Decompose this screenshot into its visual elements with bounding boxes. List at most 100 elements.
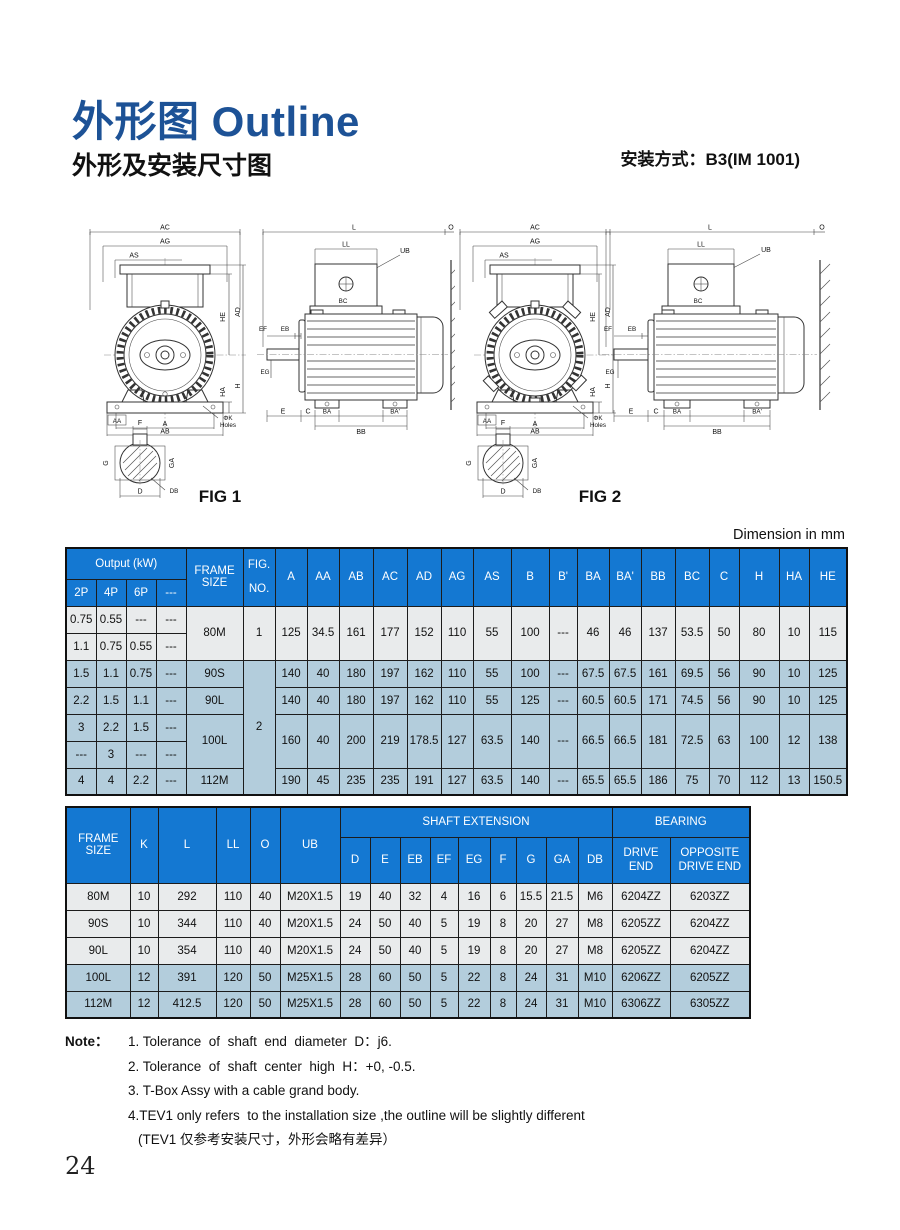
dim-label-ga: GA (532, 458, 539, 468)
t2-frame-cell: 100L (65, 963, 131, 992)
t2-value-cell: 10 (129, 909, 159, 938)
t2-value-cell: 60 (369, 963, 401, 992)
t1-value-cell: --- (548, 713, 578, 769)
dim-label-bb: BB (356, 429, 366, 436)
t1-header-col-h: H (738, 547, 780, 607)
t1-value-cell: 34.5 (306, 605, 340, 661)
t1-header-pole: 6P (125, 578, 157, 607)
fig2-front-view-drawing: AC AG AS HE AD H HA AA A AB ΦK Holes (459, 225, 616, 436)
rect-shape (382, 399, 408, 409)
t1-value-cell: 53.5 (674, 605, 710, 661)
t2-value-cell: 4 (429, 882, 459, 911)
t1-output-cell: 0.55 (125, 632, 157, 661)
circle-shape (160, 350, 170, 360)
t2-value-cell: 6306ZZ (611, 990, 671, 1019)
dim-label-bb: BB (712, 429, 722, 436)
t2-value-cell: 22 (457, 990, 491, 1019)
rect-shape (743, 399, 771, 409)
t1-value-cell: 65.5 (576, 767, 610, 796)
t1-value-cell: 197 (372, 659, 408, 688)
t1-value-cell: 178.5 (406, 713, 442, 769)
dim-label-e: E (281, 409, 286, 416)
t1-value-cell: 69.5 (674, 659, 710, 688)
line-shape (819, 279, 831, 291)
rect-shape (663, 399, 691, 409)
page-title: 外形图 Outline (72, 98, 360, 145)
t2-header-l: L (157, 806, 217, 884)
t2-frame-cell: 90L (65, 936, 131, 965)
path-shape (416, 316, 444, 394)
rect-shape (304, 313, 418, 401)
rect-shape (106, 401, 224, 414)
path-shape (777, 316, 805, 394)
dim-label-d: D (137, 489, 142, 496)
circle-shape (128, 318, 202, 392)
t1-value-cell: 125 (808, 686, 848, 715)
note-line-1: 1. Tolerance of shaft end diameter D：j6. (128, 1034, 392, 1049)
t2-value-cell: 292 (157, 882, 217, 911)
t1-value-cell: 235 (338, 767, 374, 796)
t1-header-col-bb: BB (640, 547, 676, 607)
t1-output-cell: 2.2 (65, 686, 97, 715)
t1-header-col-ha: HA (778, 547, 810, 607)
t2-value-cell: 40 (249, 936, 281, 965)
dim-label-a: A (163, 421, 168, 428)
dim-label-ef: EF (604, 326, 612, 333)
t1-header-col-bc: BC (674, 547, 710, 607)
t2-value-cell: 10 (129, 936, 159, 965)
t2-value-cell: 50 (399, 963, 431, 992)
t2-value-cell: 8 (489, 963, 517, 992)
t1-output-cell: 0.55 (95, 605, 127, 634)
dim-label-e: E (629, 409, 634, 416)
t2-header-col-ef: EF (429, 836, 459, 884)
circle-shape (498, 318, 572, 392)
t1-value-cell: 40 (306, 659, 340, 688)
line-shape (485, 445, 504, 464)
circle-shape (114, 404, 120, 410)
t1-value-cell: 56 (708, 659, 740, 688)
line-shape (127, 450, 154, 477)
dim-label-phik: ΦK (223, 415, 233, 422)
t2-value-cell: 24 (339, 936, 371, 965)
circle-shape (674, 401, 680, 407)
t1-value-cell: 125 (510, 686, 550, 715)
line-shape (819, 375, 831, 387)
t1-value-cell: 110 (440, 659, 474, 688)
t2-value-cell: 354 (157, 936, 217, 965)
t2-value-cell: 110 (215, 936, 251, 965)
line-shape (450, 349, 455, 355)
notes-block: Note： 1. Tolerance of shaft end diameter… (65, 1030, 785, 1153)
dim-label-ub: UB (761, 247, 771, 254)
t1-output-cell: --- (155, 686, 187, 715)
rect-shape (119, 264, 211, 275)
dim-label-ga: GA (169, 458, 176, 468)
t1-header-col-ag: AG (440, 547, 474, 607)
t2-header-bearing-group: BEARING (611, 806, 751, 838)
line-shape (450, 269, 455, 275)
t1-value-cell: 63 (708, 713, 740, 769)
t1-value-cell: 115 (808, 605, 848, 661)
t1-output-cell: 1.1 (125, 686, 157, 715)
t2-value-cell: 6206ZZ (611, 963, 671, 992)
dim-label-holes: Holes (590, 422, 606, 429)
t1-frame-cell: 100L (185, 713, 244, 769)
t2-value-cell: 50 (369, 936, 401, 965)
t2-value-cell: 15.5 (515, 882, 547, 911)
dim-label-c: C (653, 409, 658, 416)
path-shape (491, 389, 515, 403)
t2-value-cell: 5 (429, 936, 459, 965)
rect-shape (392, 309, 406, 315)
t1-output-cell: --- (155, 713, 187, 742)
t1-output-cell: 1.1 (95, 659, 127, 688)
t1-header-col-c: C (708, 547, 740, 607)
t2-value-cell: 31 (545, 990, 579, 1019)
line-shape (819, 311, 831, 323)
t1-value-cell: 100 (738, 713, 780, 769)
t1-value-cell: 56 (708, 686, 740, 715)
line-shape (450, 317, 455, 323)
t1-output-cell: 1.1 (65, 632, 97, 661)
